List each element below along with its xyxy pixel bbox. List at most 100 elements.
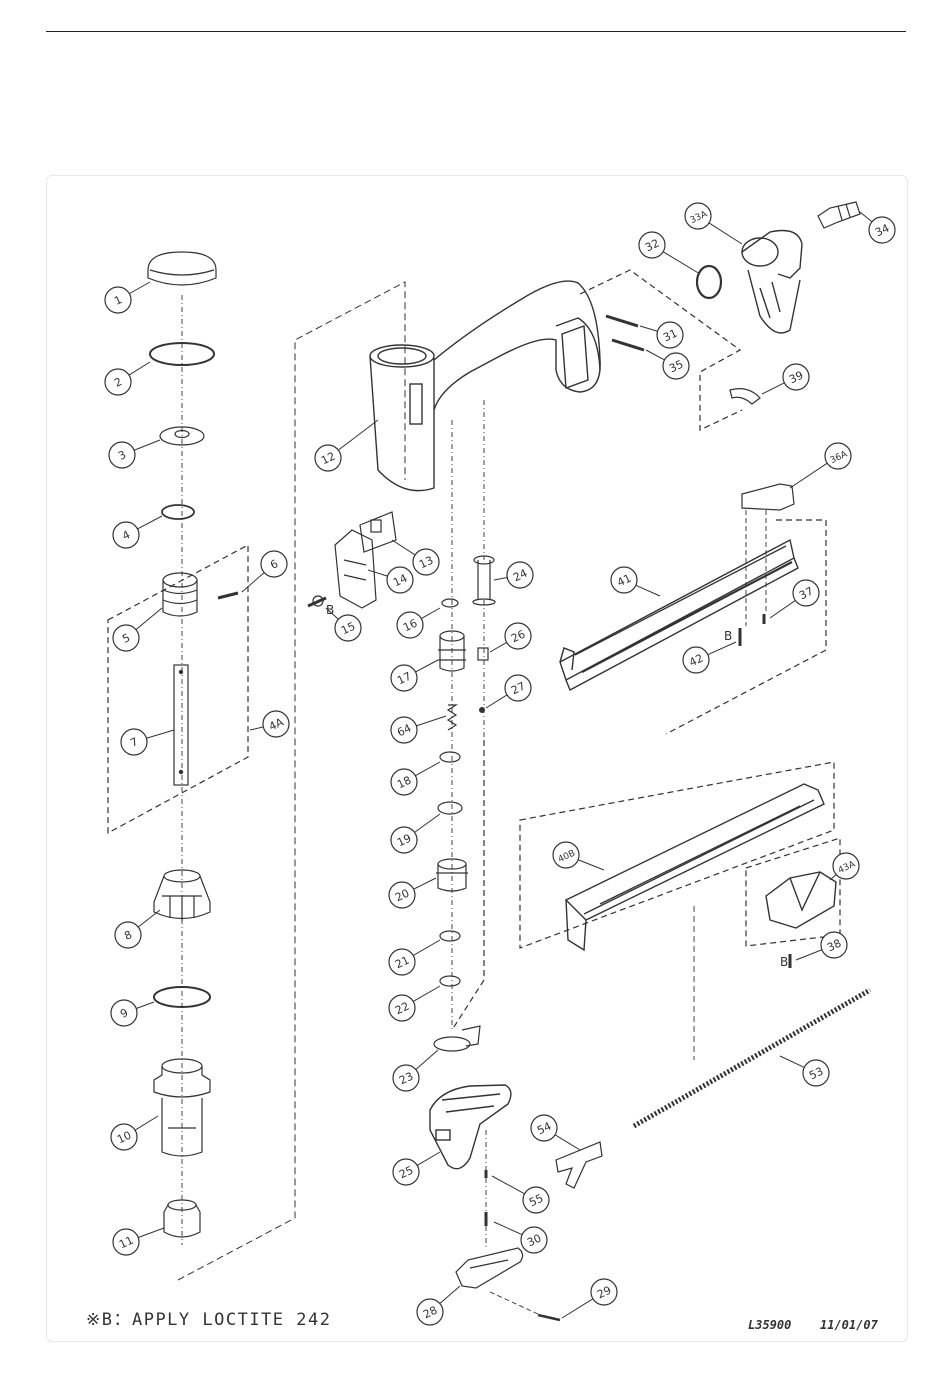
part-label-30: 30	[494, 1222, 547, 1253]
part-16-ring	[442, 599, 458, 607]
part-4-ring	[162, 505, 194, 519]
part-label-31: 31	[640, 322, 683, 348]
leader-line	[486, 695, 507, 708]
leader-line	[136, 608, 162, 630]
part-label-38: 38	[796, 932, 847, 960]
part-23-cap	[434, 1026, 480, 1051]
leader-line	[413, 940, 440, 955]
part-label-5: 5	[113, 608, 162, 651]
leader-line	[636, 585, 660, 596]
leader-line	[555, 1135, 580, 1150]
leader-line	[129, 362, 150, 375]
part-34-fitting	[818, 202, 860, 228]
part-label-8: 8	[115, 910, 160, 948]
leader-line	[830, 875, 836, 880]
leader-line	[134, 440, 160, 450]
part-41-magazine	[560, 540, 798, 690]
leader-line	[421, 608, 440, 619]
part-label-41: 41	[611, 567, 660, 596]
part-label-34: 34	[860, 212, 895, 243]
part-label-35: 35	[646, 350, 689, 379]
part-label-6: 6	[242, 551, 287, 592]
leader-line	[790, 463, 827, 488]
part-label-4: 4	[113, 516, 162, 548]
part-14-plate	[335, 530, 376, 608]
part-label-37: 37	[770, 580, 819, 618]
part-31-pin	[606, 316, 638, 326]
part-label-12: 12	[315, 420, 378, 471]
part-label-36a: 36A	[790, 443, 851, 488]
part-43a-follower	[766, 872, 836, 928]
part-label-18: 18	[391, 762, 440, 795]
part-label-15: 15	[326, 608, 361, 641]
loctite-marker-38: B	[780, 955, 788, 969]
part-label-23: 23	[393, 1050, 438, 1091]
leader-line	[338, 420, 378, 450]
leader-line	[860, 212, 872, 222]
part-15-screw	[308, 596, 326, 606]
part-label-32: 32	[639, 232, 700, 274]
leader-line	[368, 570, 388, 576]
part-5-collar	[163, 573, 197, 616]
part-label-39: 39	[762, 364, 809, 394]
part-label-27: 27	[486, 675, 531, 708]
part-label-11: 11	[113, 1228, 164, 1255]
leader-line	[646, 350, 665, 360]
part-1-cap	[148, 252, 216, 285]
part-label-4a: 4A	[250, 711, 289, 737]
loctite-marker-42: B	[724, 629, 732, 643]
part-label-24: 24	[494, 562, 533, 588]
part-22-oring	[440, 976, 460, 986]
part-18-oring	[440, 752, 460, 762]
leader-line	[138, 1228, 164, 1238]
leader-line	[708, 642, 736, 655]
leader-line	[417, 1152, 440, 1165]
part-4a-group-box	[108, 545, 248, 833]
part-label-1: 1	[105, 282, 150, 313]
part-label-28: 28	[417, 1286, 460, 1325]
part-21-oring	[440, 931, 460, 941]
part-label-40b: 40B	[553, 842, 604, 870]
left-assembly-bound	[178, 282, 405, 1280]
leader-line	[136, 1002, 154, 1009]
part-label-33a: 33A	[685, 203, 742, 244]
part-32-oring	[697, 266, 721, 298]
leader-line	[640, 326, 658, 331]
leader-line	[562, 1299, 593, 1318]
leader-line	[709, 223, 742, 244]
part-label-7: 7	[121, 729, 174, 755]
leader-line	[780, 1056, 804, 1067]
part-6-pin	[218, 593, 238, 598]
leader-line	[146, 730, 174, 738]
leader-line	[413, 986, 440, 1001]
part-20-valve	[436, 859, 468, 891]
leader-line	[494, 577, 507, 580]
part-label-42: 42	[683, 642, 736, 673]
leader-line	[414, 878, 436, 889]
part-label-16: 16	[397, 608, 440, 638]
part-label-43a: 43A	[830, 853, 859, 880]
leader-line	[392, 540, 415, 555]
leader-line	[250, 727, 263, 730]
part-label-55: 55	[492, 1176, 549, 1213]
valve-dashed-link	[452, 740, 484, 1030]
part-53-spring	[634, 990, 870, 1126]
leader-line	[129, 282, 150, 294]
part-label-64: 64	[391, 716, 446, 743]
part-label-10: 10	[111, 1116, 158, 1150]
part-label-25: 25	[393, 1152, 440, 1185]
leader-line	[762, 383, 784, 394]
leader-line	[416, 1050, 438, 1069]
part-36a-latch	[742, 484, 794, 510]
leader-line	[494, 1222, 522, 1235]
leader-line	[770, 600, 795, 618]
part-35-pin	[612, 340, 644, 350]
part-33a-end-cap	[742, 231, 802, 333]
part-label-29: 29	[562, 1279, 617, 1318]
leader-line	[796, 950, 822, 960]
part-label-53: 53	[780, 1056, 829, 1086]
part-26-nut	[478, 648, 488, 660]
leader-line	[578, 860, 604, 870]
part-label-21: 21	[389, 940, 440, 975]
part-43a-group-box	[746, 838, 840, 946]
